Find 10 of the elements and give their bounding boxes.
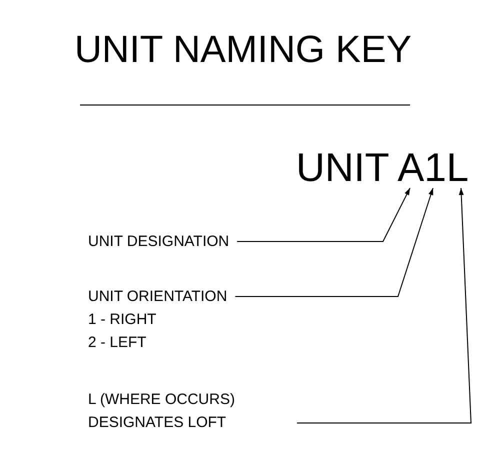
leader-line xyxy=(236,188,410,242)
option-text: 1 - RIGHT xyxy=(88,310,158,330)
unit-name-text: UNIT A1L xyxy=(296,148,469,188)
callout-text: UNIT DESIGNATION xyxy=(88,230,230,253)
diagram-title: UNIT NAMING KEY xyxy=(73,28,413,72)
leader-line xyxy=(296,188,472,424)
callout-text: L (WHERE OCCURS) DESIGNATES LOFT xyxy=(88,388,293,434)
callout-text: UNIT ORIENTATION xyxy=(88,287,228,307)
leader-line xyxy=(234,188,434,297)
option-text: 2 - LEFT xyxy=(88,333,148,353)
